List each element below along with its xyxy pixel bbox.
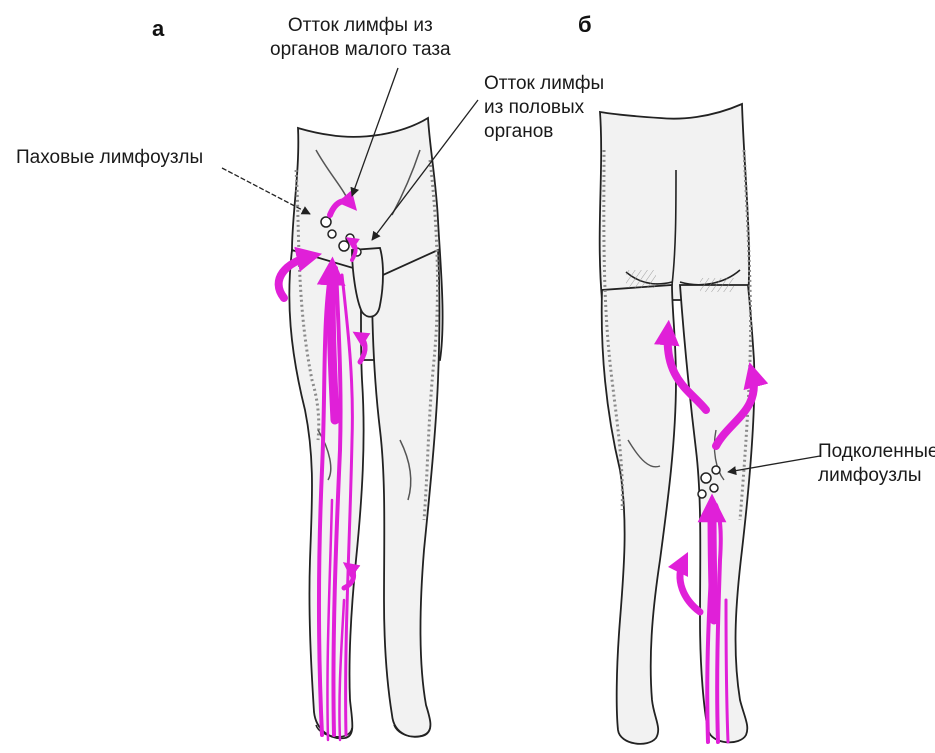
- label-inguinal-nodes: Паховые лимфоузлы: [16, 146, 203, 170]
- front-leg-right: [372, 250, 440, 737]
- back-legs-figure: [600, 104, 820, 744]
- back-hatch-1: [626, 270, 656, 288]
- back-hatch-2: [700, 278, 734, 292]
- label-popliteal-nodes: Подколенные лимфоузлы: [818, 440, 935, 488]
- label-genital-outflow: Отток лимфы из половых органов: [484, 72, 604, 144]
- back-hips: [600, 104, 749, 300]
- panel-letter-b: б: [578, 12, 592, 38]
- front-legs-figure: [222, 68, 478, 740]
- label-pelvic-outflow: Отток лимфы из органов малого таза: [270, 14, 451, 62]
- panel-letter-a: а: [152, 16, 164, 42]
